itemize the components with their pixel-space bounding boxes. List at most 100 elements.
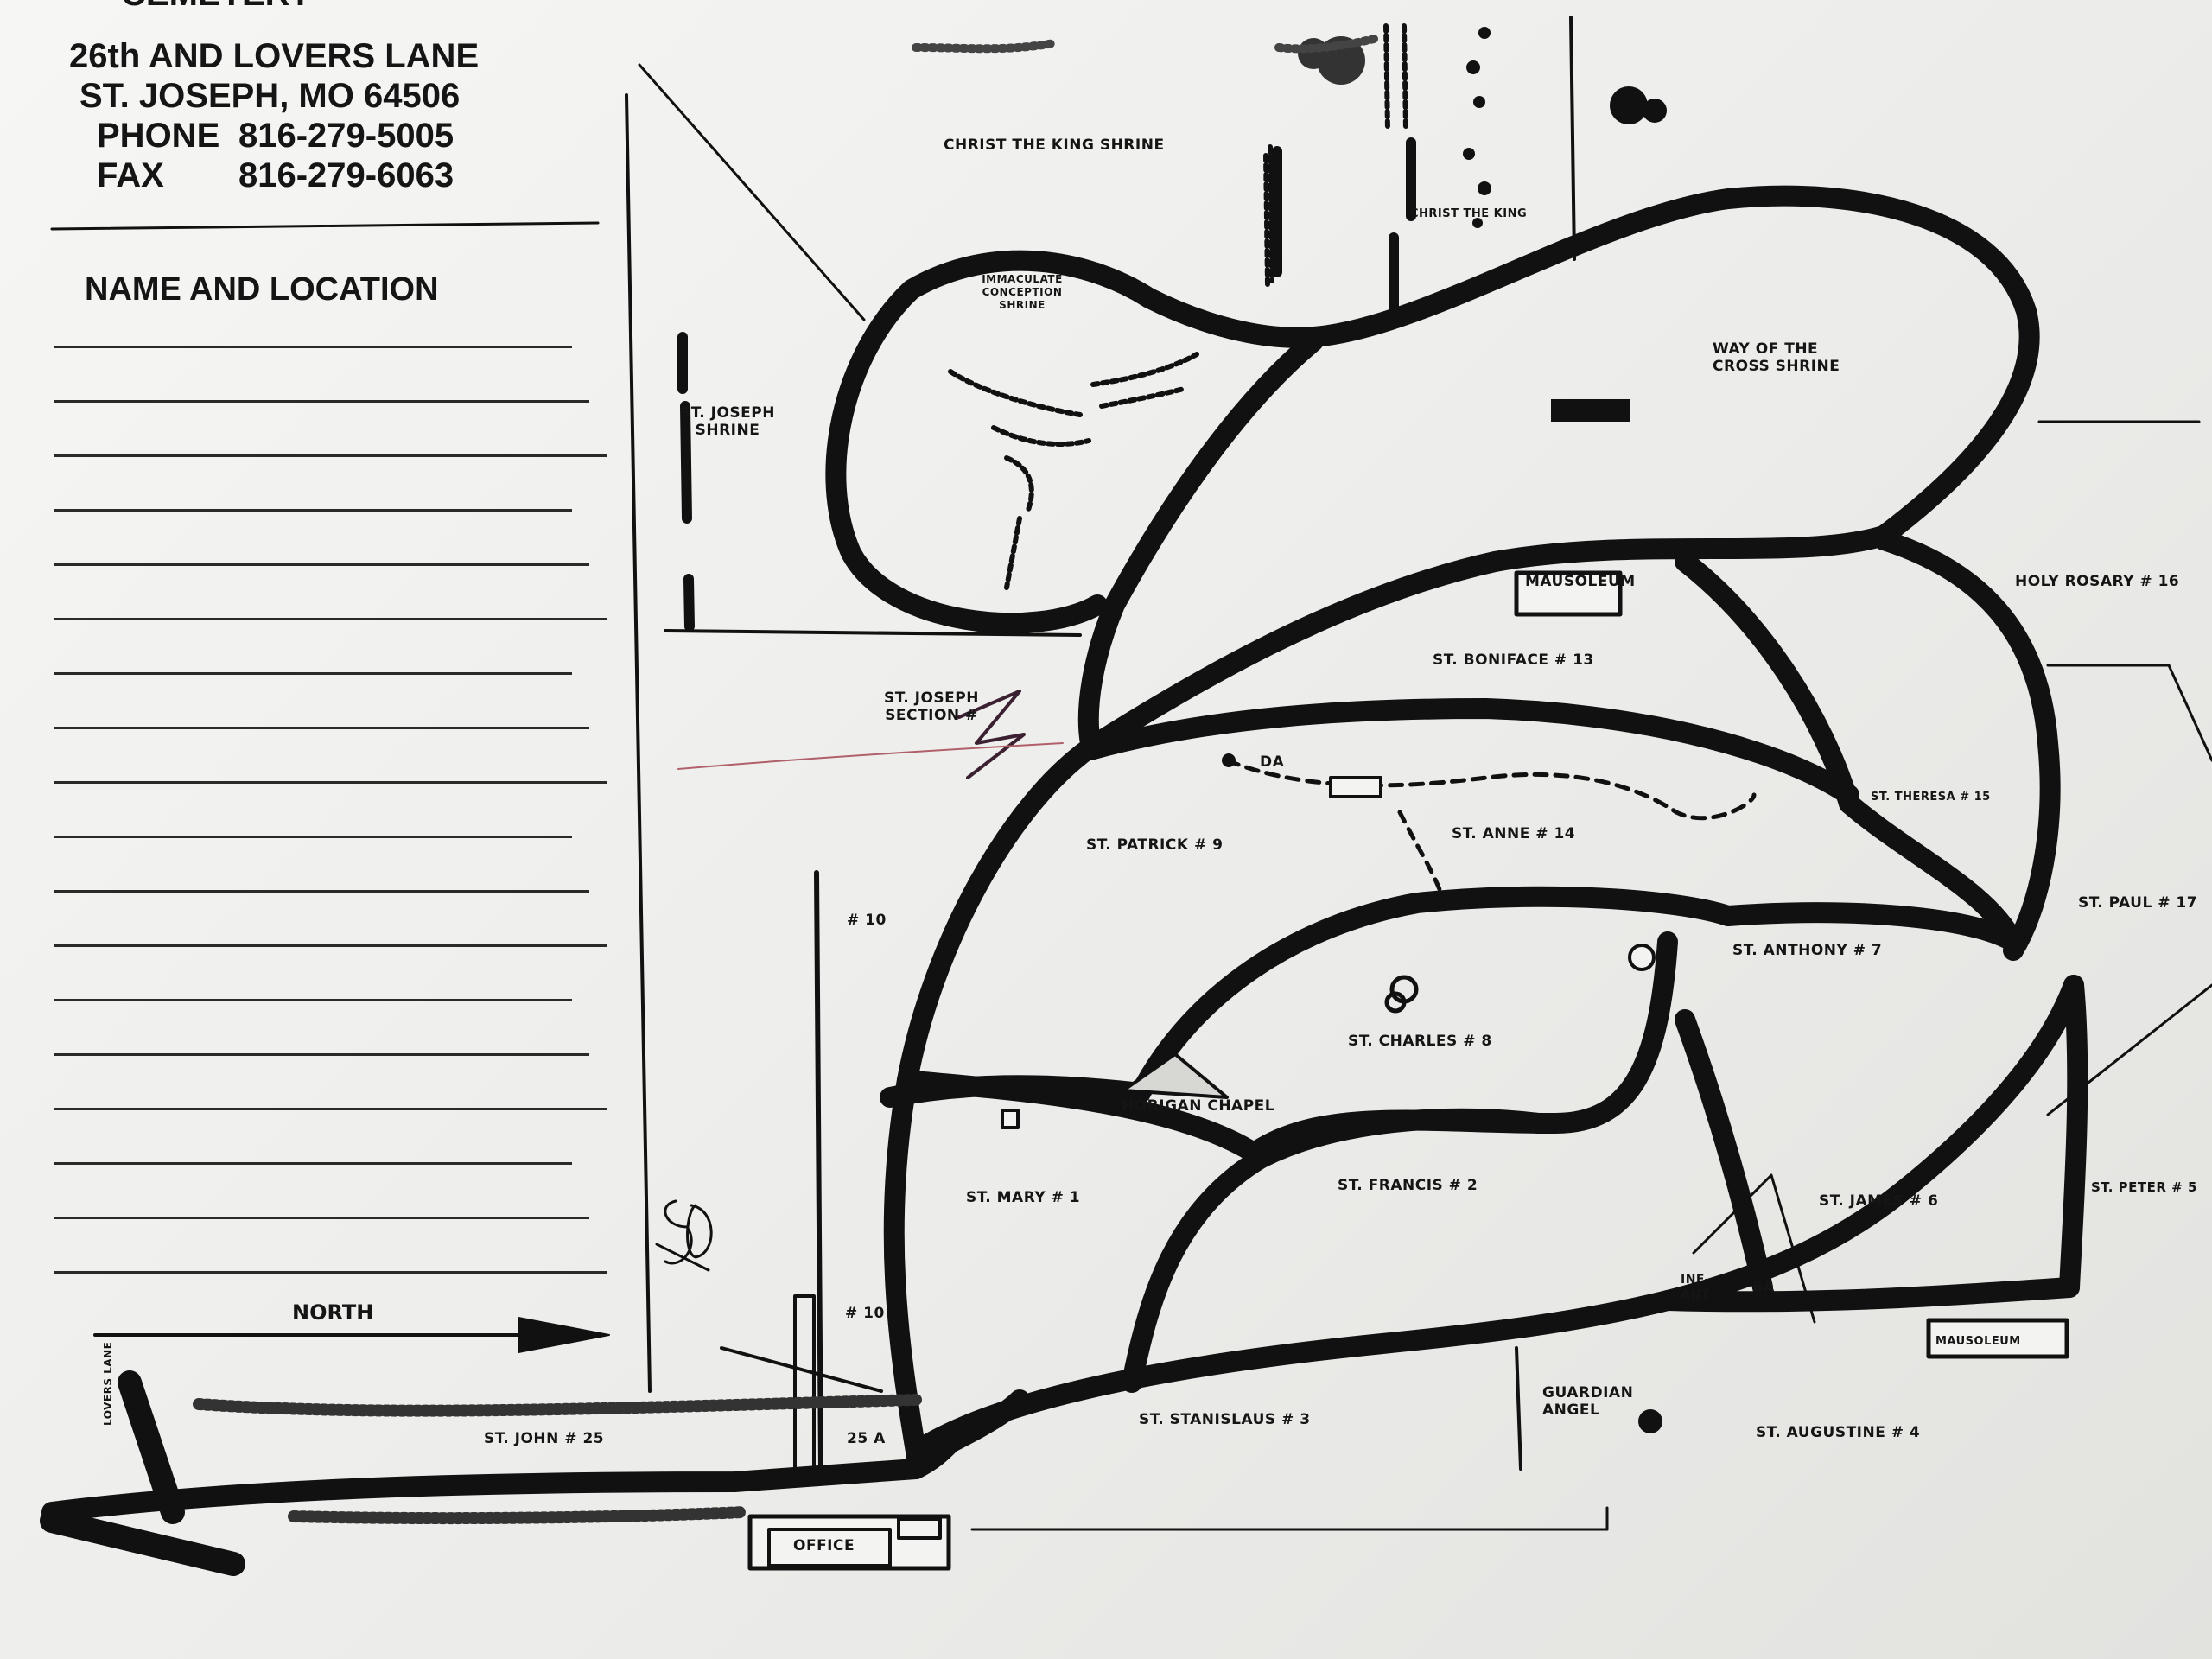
label-horigan-chapel: HORIGAN CHAPEL: [1122, 1097, 1275, 1115]
road-mary-north: [897, 1070, 1272, 1168]
road-immaculate-loop: [825, 250, 1324, 634]
boundary-east-3: [2167, 664, 2212, 762]
form-line: [54, 1162, 572, 1165]
form-line: [54, 563, 589, 566]
address-line-1: 26th AND LOVERS LANE: [69, 37, 480, 75]
road-james-west: [1675, 1009, 1773, 1298]
label-holy-rosary: HOLY ROSARY # 16: [2015, 573, 2180, 590]
form-line: [54, 944, 607, 947]
road-infant-south: [1657, 1277, 2080, 1313]
label-st-joseph-section: ST. JOSEPH SECTION #: [884, 690, 979, 724]
boundary-inner: [664, 629, 1082, 637]
road-theresa-split: [1675, 551, 1859, 814]
da-box: [1329, 776, 1382, 798]
label-way-cross: WAY OF THE CROSS SHRINE: [1713, 340, 1840, 375]
label-guardian-angel: GUARDIAN ANGEL: [1542, 1384, 1634, 1419]
horigan-chapel-shape: [1122, 1052, 1229, 1099]
address-line-2: ST. JOSEPH, MO 64506: [79, 77, 461, 115]
road-boniface-arc: [1080, 525, 1894, 758]
fence-line: [814, 870, 823, 1471]
guardian-post: [1515, 1346, 1522, 1471]
label-st-charles: ST. CHARLES # 8: [1348, 1033, 1492, 1050]
fax-label: FAX: [97, 156, 164, 194]
hedge-north: [193, 1394, 922, 1417]
mausoleum-top-box: [1514, 570, 1623, 617]
road-east-loop: [1873, 530, 2061, 961]
road-theresa-lower: [1839, 793, 2024, 952]
road-entrance: [41, 1459, 926, 1522]
header-divider: [50, 221, 600, 231]
label-christ-king: CHRIST THE KING: [1410, 207, 1528, 220]
label-st-joseph-shrine: ST. JOSEPH SHRINE: [680, 404, 775, 439]
label-6a: 6A: [1752, 1279, 1775, 1296]
form-line: [54, 781, 607, 784]
label-mausoleum-bottom: MAUSOLEUM: [1936, 1335, 2021, 1348]
boundary-north: [1569, 16, 1576, 261]
label-st-augustine: ST. AUGUSTINE # 4: [1756, 1424, 1921, 1441]
label-st-mary: ST. MARY # 1: [966, 1189, 1081, 1206]
form-line: [54, 346, 572, 348]
road-inner-west: [1077, 331, 1324, 753]
hedge-south: [288, 1506, 749, 1525]
form-line: [54, 454, 607, 457]
label-christ-king-shrine: CHRIST THE KING SHRINE: [944, 137, 1165, 154]
boundary-diagonal: [638, 63, 866, 321]
form-line: [54, 1217, 589, 1219]
road-francis-west: [1122, 1147, 1272, 1393]
label-office: OFFICE: [793, 1537, 855, 1554]
road-charles-north: [880, 886, 1738, 1108]
label-st-stanislaus: ST. STANISLAUS # 3: [1139, 1411, 1311, 1428]
label-sec-25a: 25 A: [847, 1430, 886, 1447]
form-line: [54, 1053, 589, 1056]
handwriting-30: [655, 1199, 713, 1272]
phone-value: 816-279-5005: [238, 117, 454, 155]
road-peter-east: [2059, 975, 2088, 1298]
north-arrow-head: [518, 1317, 610, 1353]
road-south-sweep: [906, 975, 2084, 1462]
lovers-lane-road: [40, 1509, 245, 1576]
form-line: [54, 999, 572, 1001]
infant-6a-wedge: [1692, 1173, 1816, 1324]
label-da: DA: [1260, 753, 1285, 771]
label-infant: INF- ANT: [1681, 1273, 1710, 1302]
form-line: [54, 1271, 607, 1274]
section-25a-strip: [793, 1294, 816, 1471]
label-sec-10-lower: # 10: [845, 1305, 885, 1322]
label-st-francis: ST. FRANCIS # 2: [1338, 1177, 1478, 1194]
label-st-peter: ST. PETER # 5: [2091, 1179, 2197, 1195]
way-cross-block: [1551, 399, 1630, 422]
boundary-west: [625, 93, 652, 1393]
form-line: [54, 727, 589, 729]
north-label: NORTH: [292, 1300, 374, 1325]
road-francis-north: [1251, 1108, 1548, 1168]
label-sec-10-upper: # 10: [847, 912, 887, 929]
form-title: NAME AND LOCATION: [85, 271, 439, 308]
label-st-anne: ST. ANNE # 14: [1452, 825, 1576, 842]
form-line: [54, 836, 572, 838]
label-mausoleum-top: MAUSOLEUM: [1525, 573, 1636, 590]
cemetery-title-cut: CEMETERY: [121, 0, 312, 14]
form-line: [54, 618, 607, 620]
form-line: [54, 672, 572, 675]
fax-value: 816-279-6063: [238, 156, 454, 194]
pen-scribble: [957, 690, 1026, 779]
form-line: [54, 890, 589, 893]
form-line: [54, 509, 572, 512]
mausoleum-bottom-box: [1926, 1318, 2069, 1359]
label-lovers-lane: LOVERS LANE: [102, 1341, 114, 1426]
st-mary-marker: [1001, 1109, 1020, 1129]
road-anthony-arc: [1718, 902, 2024, 952]
label-st-theresa: ST. THERESA # 15: [1871, 791, 1991, 804]
phone-label: PHONE: [97, 117, 220, 155]
label-st-anthony: ST. ANTHONY # 7: [1732, 942, 1883, 959]
footpath-anne-spur: [1397, 810, 1446, 901]
road-anne-arc: [1080, 698, 1859, 805]
form-line: [54, 400, 589, 403]
label-st-paul: ST. PAUL # 17: [2078, 894, 2198, 912]
label-st-james: ST. JAMES # 6: [1819, 1192, 1939, 1210]
label-immaculate: IMMACULATE CONCEPTION SHRINE: [982, 273, 1063, 311]
label-st-john: ST. JOHN # 25: [484, 1430, 605, 1447]
road-north-loop: [1303, 185, 2040, 546]
